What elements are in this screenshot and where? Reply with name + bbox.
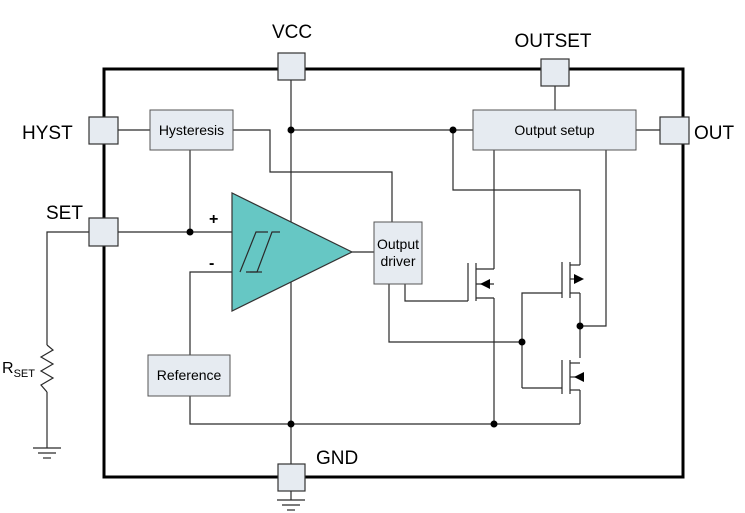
outset-pin-label: OUTSET	[514, 31, 591, 52]
comparator-plus-label: +	[209, 211, 218, 228]
rset-label-sub: SET	[14, 368, 36, 380]
set-pin-label: SET	[46, 203, 83, 224]
comparator-minus-label: -	[209, 255, 214, 272]
reference-label: Reference	[157, 367, 222, 383]
set-pin	[88, 217, 119, 247]
wires	[46, 80, 660, 500]
output-driver-block: Output driver	[373, 221, 423, 285]
output-driver-label-line1: Output	[377, 236, 419, 252]
comparator-triangle	[231, 192, 354, 312]
junction-dots	[186, 126, 584, 428]
output-driver-label-line2: driver	[380, 253, 415, 269]
hysteresis-symbol-icon	[239, 231, 280, 273]
out-pin-label: OUT	[694, 123, 735, 144]
reference-block: Reference	[147, 354, 231, 397]
rset-label-main: R	[2, 360, 14, 377]
output-setup-block: Output setup	[472, 109, 637, 151]
hysteresis-block: Hysteresis	[149, 109, 234, 151]
out-pin	[659, 116, 690, 145]
vcc-pin	[277, 52, 306, 81]
output-setup-label: Output setup	[514, 122, 594, 138]
outset-pin	[540, 58, 570, 87]
chip-outline	[102, 67, 685, 479]
gnd-ground-symbol	[277, 499, 305, 511]
hyst-pin	[88, 116, 119, 145]
gnd-pin	[277, 463, 306, 492]
vcc-pin-label: VCC	[272, 22, 312, 43]
rset-ground-symbol	[33, 447, 61, 459]
hyst-pin-label: HYST	[22, 123, 73, 144]
gnd-pin-label: GND	[316, 448, 358, 469]
rset-resistor	[39, 344, 55, 393]
hysteresis-label: Hysteresis	[159, 122, 224, 138]
rset-label: RSET	[2, 360, 35, 380]
